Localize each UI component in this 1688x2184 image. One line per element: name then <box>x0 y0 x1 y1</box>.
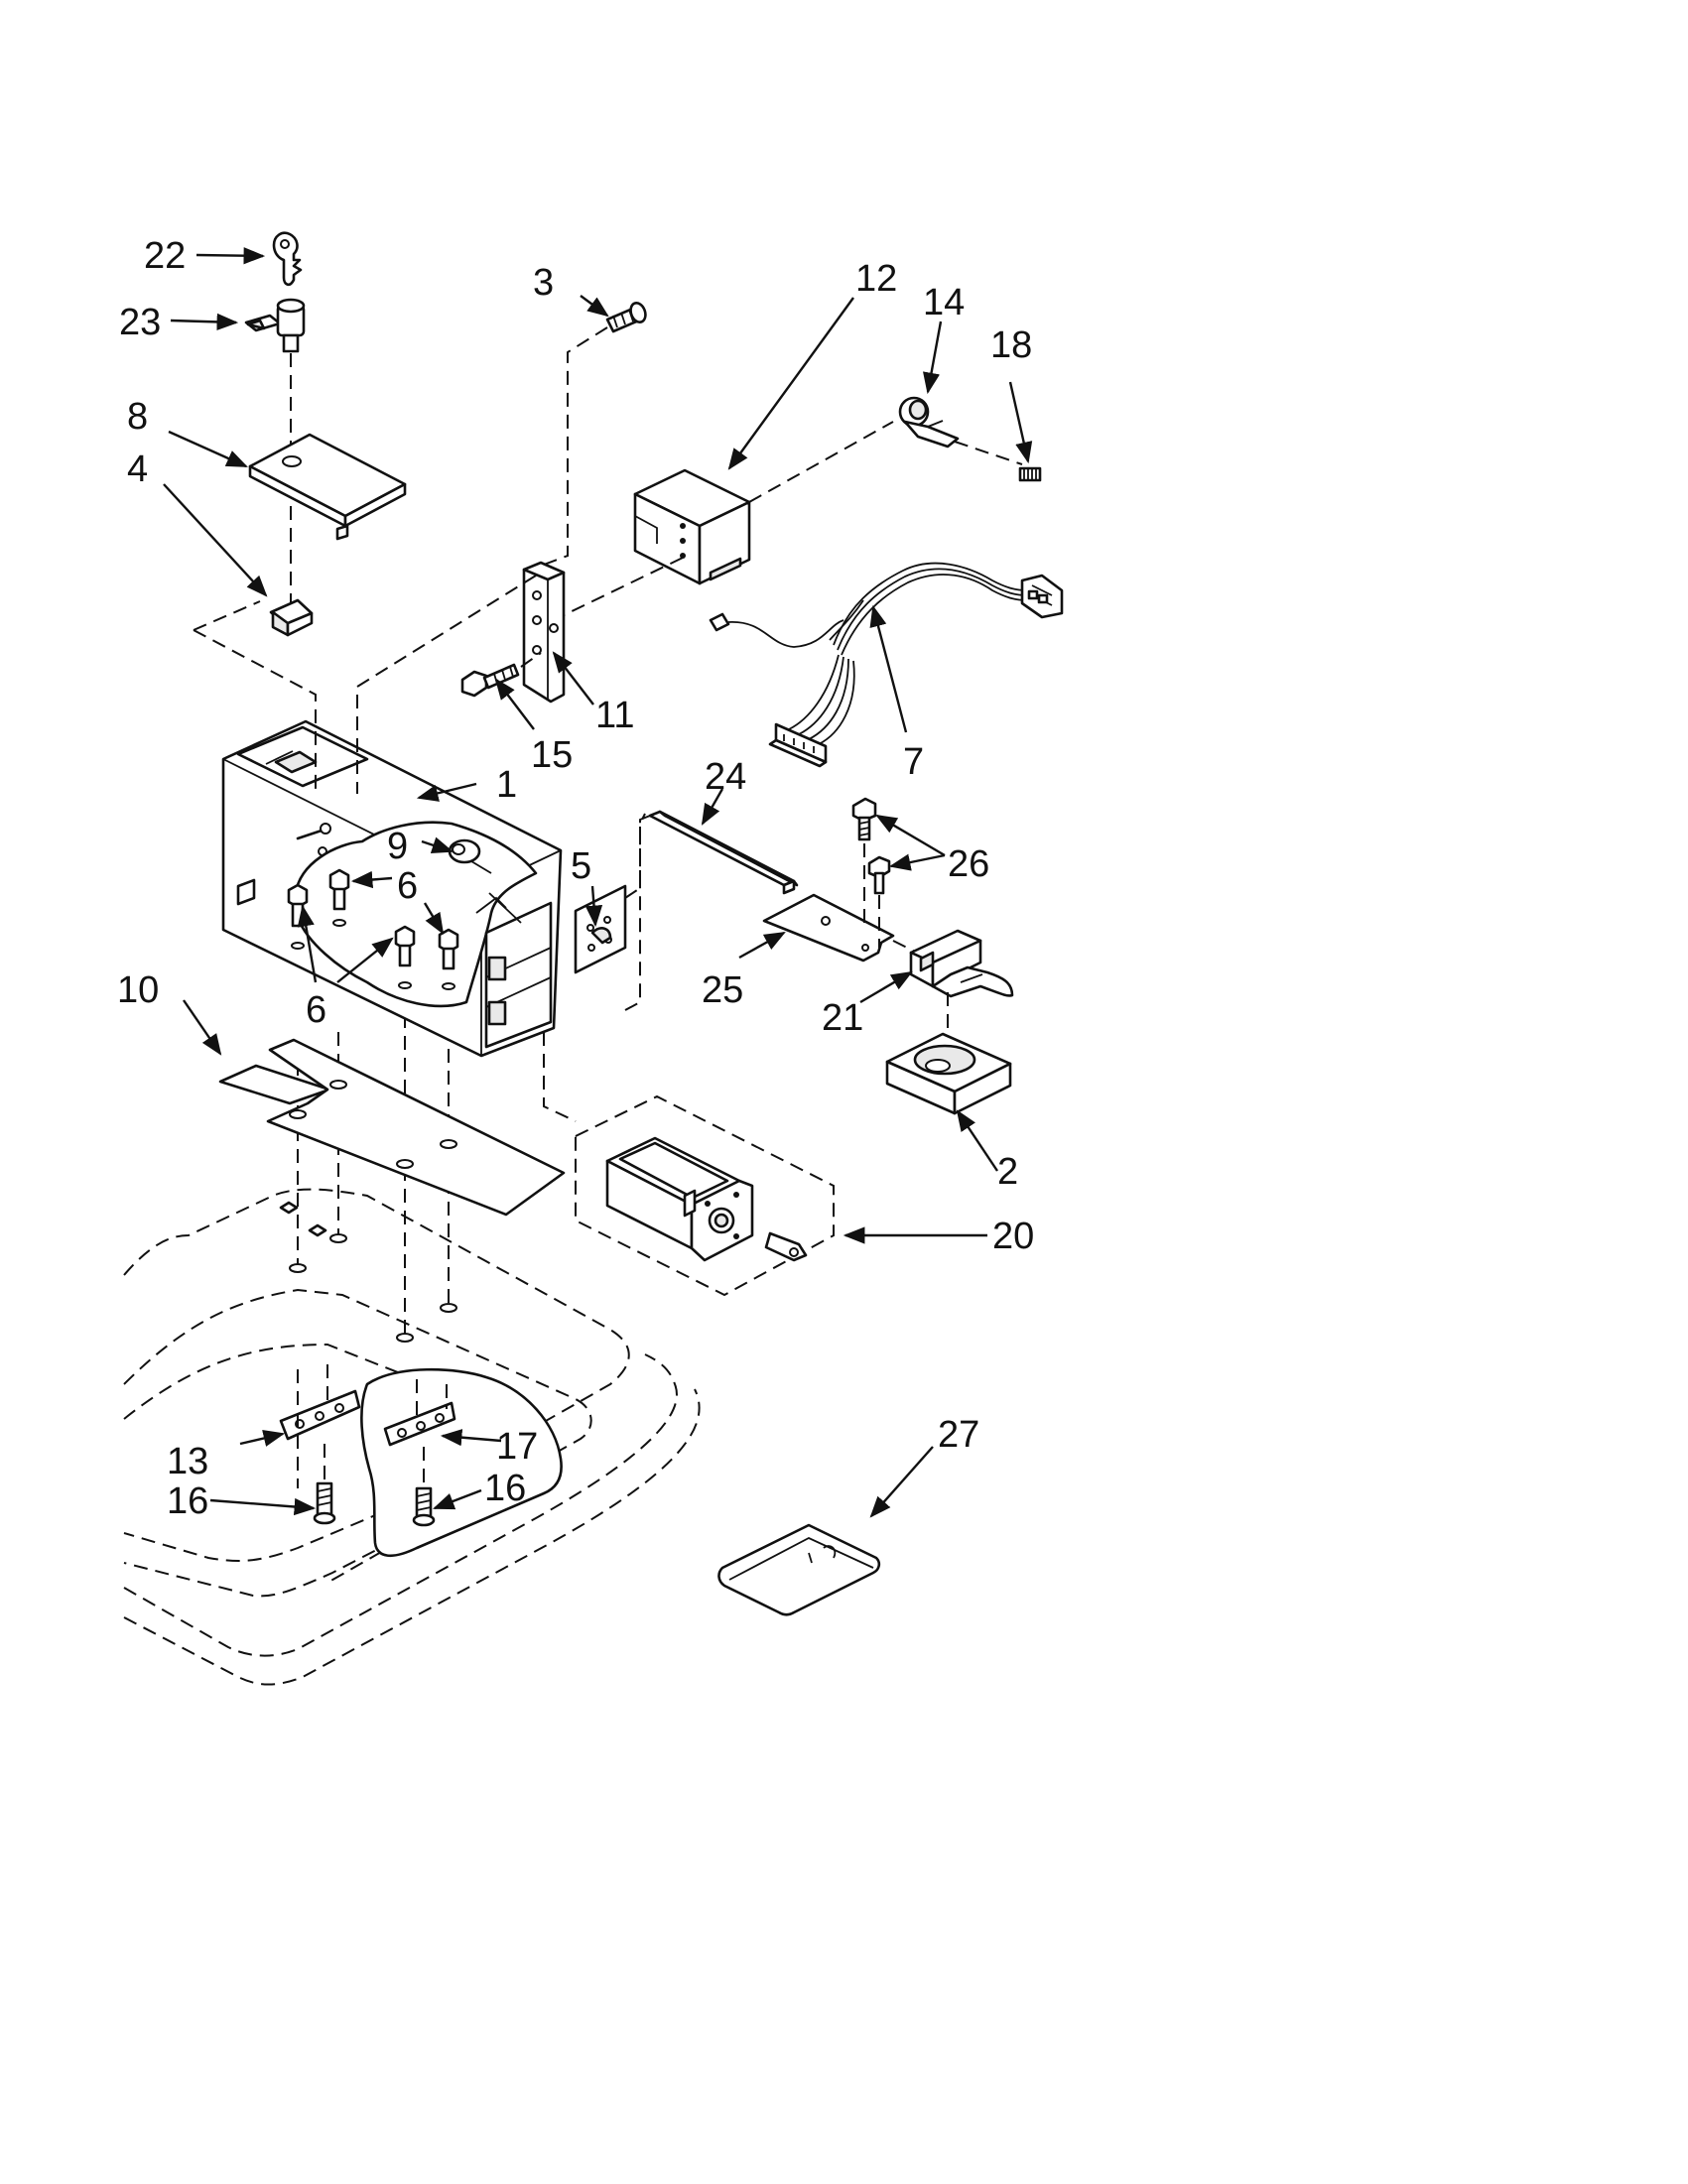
plate-guide-line <box>624 813 646 899</box>
part-11-bracket <box>522 561 566 704</box>
part-25-plate <box>762 893 895 963</box>
bracket-guide-line <box>356 575 537 794</box>
callout-16-right: 16 <box>484 1468 526 1509</box>
callout-11: 11 <box>595 695 634 736</box>
part-18-spring <box>1018 466 1042 482</box>
part-20-solenoid <box>575 1094 835 1297</box>
callout-9: 9 <box>387 826 408 867</box>
callout-22: 22 <box>144 235 186 277</box>
callout-24: 24 <box>705 756 746 798</box>
screw-15-guide-line <box>520 652 542 668</box>
module-cap-guide-line <box>748 421 894 503</box>
strip-guide-line <box>624 815 651 1011</box>
part-17-bracket <box>383 1401 456 1447</box>
part-15-screw <box>460 663 520 698</box>
callout-26: 26 <box>948 843 989 885</box>
callout-27: 27 <box>938 1414 979 1456</box>
callout-1: 1 <box>496 764 517 806</box>
part-12-module <box>633 468 751 585</box>
module-guide-line <box>563 557 684 616</box>
part-21-lever <box>909 929 1014 998</box>
callout-labels: 22 23 3 12 14 18 8 4 11 15 7 1 24 9 6 26… <box>117 235 1034 1522</box>
part-24-strip <box>648 810 799 895</box>
callout-10: 10 <box>117 969 159 1011</box>
base-outline <box>123 1188 701 1686</box>
part-16-screw-right <box>412 1486 436 1527</box>
leader-lines <box>163 247 1033 1518</box>
part-13-bracket <box>279 1389 361 1441</box>
callout-8: 8 <box>127 396 148 438</box>
callout-23: 23 <box>119 302 161 343</box>
callout-6-bottom: 6 <box>306 989 326 1031</box>
callout-12: 12 <box>855 258 897 300</box>
part-26-screw-bottom <box>867 855 891 895</box>
callout-18: 18 <box>990 324 1032 366</box>
part-23-lock <box>244 298 306 353</box>
part-10-gasket <box>218 1038 566 1217</box>
callout-25: 25 <box>702 969 743 1011</box>
part-1-housing <box>221 719 563 1058</box>
part-5-plate <box>574 884 627 974</box>
solenoid-guide-line <box>543 1032 577 1122</box>
part-14-cap <box>898 396 960 449</box>
base-mount-rings <box>279 1201 457 1343</box>
clip-guide-line <box>193 600 317 794</box>
callout-15: 15 <box>531 734 573 776</box>
screw-3-guide-line <box>535 326 608 569</box>
callout-13: 13 <box>167 1441 208 1482</box>
cap-guide-line <box>954 441 1023 465</box>
callout-17: 17 <box>496 1426 538 1468</box>
part-7-wire-harness <box>709 562 1064 768</box>
callout-16-left: 16 <box>167 1480 208 1522</box>
part-2-cup <box>885 1032 1012 1115</box>
part-4-clip <box>269 598 314 637</box>
callout-2: 2 <box>997 1151 1018 1193</box>
callout-21: 21 <box>822 997 863 1039</box>
callout-6-top: 6 <box>397 865 418 907</box>
part-16-screw-left <box>313 1481 336 1525</box>
callout-7: 7 <box>903 741 924 783</box>
callout-20: 20 <box>992 1216 1034 1257</box>
callout-4: 4 <box>127 449 148 490</box>
part-6-bolts <box>287 868 459 990</box>
callout-14: 14 <box>923 282 965 323</box>
callout-3: 3 <box>533 262 554 304</box>
part-3-screw <box>605 302 647 333</box>
part-26-screw-top <box>851 797 877 841</box>
part-22-key <box>272 231 303 287</box>
part-27-pad <box>717 1523 881 1616</box>
part-8-cover <box>248 433 407 541</box>
callout-5: 5 <box>571 845 591 887</box>
base-cutaway <box>360 1367 563 1557</box>
